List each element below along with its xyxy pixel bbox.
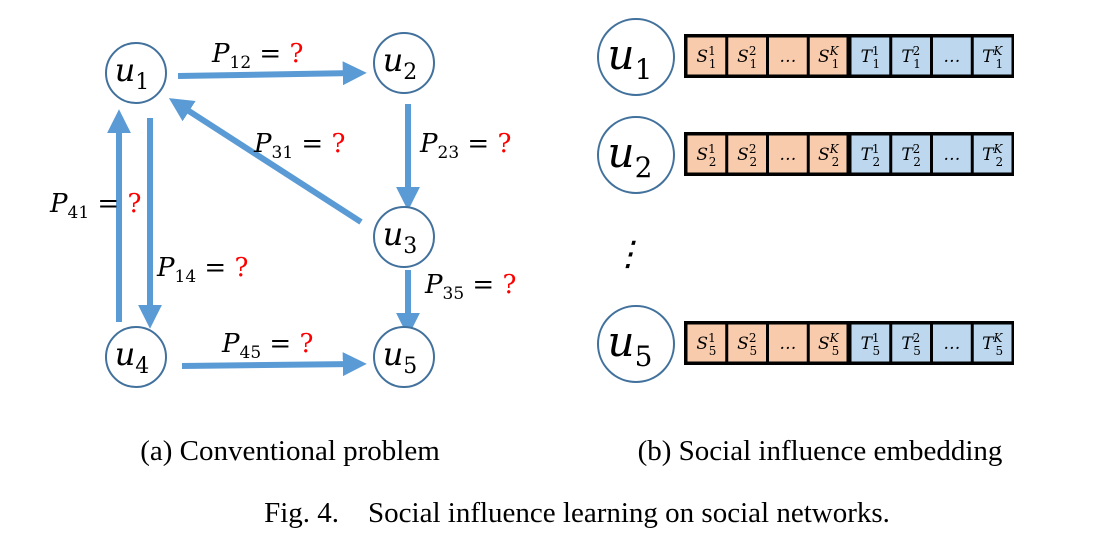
node-u5: u5 <box>373 326 435 388</box>
edge-label: P12 = ? <box>211 39 303 73</box>
s-cell <box>809 37 847 75</box>
edge-label: P31 = ? <box>253 129 345 163</box>
t-cell <box>851 324 890 362</box>
edge-1-4: P14 = ? <box>138 118 248 329</box>
node-u3: u3 <box>373 206 435 268</box>
s-cell <box>769 324 807 362</box>
node-u2: u2 <box>373 32 435 94</box>
s-cell <box>728 37 766 75</box>
vertical-ellipsis: ⋮ <box>611 234 645 274</box>
s-cell <box>809 135 847 173</box>
node-u4: u4 <box>105 326 167 388</box>
caption-a: (a) Conventional problem <box>140 435 440 467</box>
s-cell <box>769 135 807 173</box>
t-cell <box>933 135 971 173</box>
t-cell <box>973 324 1012 362</box>
t-cell <box>933 324 971 362</box>
cell-label: … <box>943 334 960 354</box>
cell-label: … <box>779 47 796 67</box>
edge-label: P23 = ? <box>419 129 511 163</box>
t-cell <box>851 135 890 173</box>
t-cell <box>892 324 930 362</box>
node-label: u1 <box>115 51 150 95</box>
caption-b: (b) Social influence embedding <box>638 435 1003 467</box>
cell-label: … <box>779 145 796 165</box>
edge-4-1: P41 = ? <box>49 109 141 322</box>
s-cell <box>728 135 766 173</box>
s-cell <box>687 324 726 362</box>
s-cell <box>809 324 847 362</box>
node-label: u2 <box>383 41 418 85</box>
t-cell <box>892 37 930 75</box>
node-label: u3 <box>383 215 418 259</box>
arrow <box>177 61 367 86</box>
cell-label: … <box>779 334 796 354</box>
t-cell <box>892 135 930 173</box>
edge-4-5: P45 = ? <box>181 329 367 377</box>
edge-3-5: P35 = ? <box>396 270 516 337</box>
t-cell <box>851 37 890 75</box>
s-cell <box>728 324 766 362</box>
node-label: u2 <box>608 128 653 184</box>
node-label: u1 <box>608 30 653 86</box>
s-cell <box>769 37 807 75</box>
t-cell <box>973 37 1012 75</box>
edge-2-3: P23 = ? <box>396 104 511 211</box>
edge-label: P41 = ? <box>49 189 141 223</box>
arrow <box>181 352 367 377</box>
s-cell <box>687 135 726 173</box>
arrow <box>168 98 363 225</box>
t-cell <box>933 37 971 75</box>
edge-3-1: P31 = ? <box>168 98 363 225</box>
s-cell <box>687 37 726 75</box>
edge-1-2: P12 = ? <box>177 39 367 86</box>
figure-caption: Fig. 4. Social influence learning on soc… <box>264 497 890 529</box>
node-label: u5 <box>383 335 418 379</box>
node-label: u5 <box>608 317 653 373</box>
node-u1: u1 <box>105 42 167 104</box>
cell-label: … <box>943 145 960 165</box>
edge-label: P35 = ? <box>424 270 516 304</box>
edge-label: P14 = ? <box>156 253 248 287</box>
node-label: u4 <box>115 335 150 379</box>
cell-label: … <box>943 47 960 67</box>
t-cell <box>973 135 1012 173</box>
conventional-problem-graph: P12 = ? P23 = ? P31 = ? P41 = ? P14 = ? P35 =… <box>49 32 516 388</box>
edge-label: P45 = ? <box>221 329 313 363</box>
